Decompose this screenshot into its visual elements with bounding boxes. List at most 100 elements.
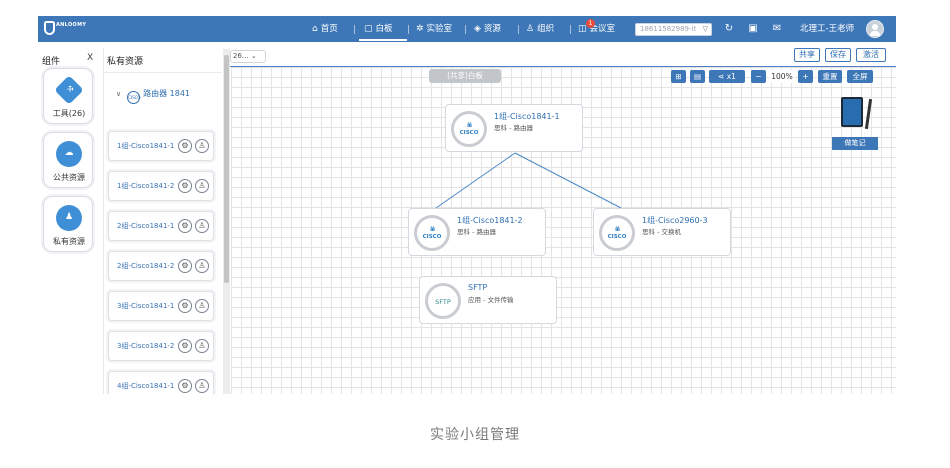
account-select[interactable]: 18611582989-it ▽	[635, 23, 712, 36]
user-icon[interactable]: ♙	[195, 339, 209, 353]
user-icon[interactable]: ♙	[195, 299, 209, 313]
component-panel-header: 组件 X	[38, 48, 104, 72]
chevron-down-icon: ▽	[702, 25, 708, 33]
nav-divider	[408, 25, 409, 34]
mail-icon[interactable]: ✉	[772, 23, 782, 34]
nav-organization-label: 组织	[537, 24, 555, 34]
divider	[104, 72, 222, 73]
component-public-resources[interactable]: ☁ 公共资源	[43, 132, 93, 188]
settings-icon[interactable]: ⚙	[178, 299, 192, 313]
resource-panel-scrollbar[interactable]	[223, 49, 230, 394]
share-button[interactable]: 共享	[794, 48, 820, 62]
whiteboard-select[interactable]: 26... ⌄	[230, 50, 266, 63]
settings-icon[interactable]: ⚙	[178, 379, 192, 393]
resource-item[interactable]: 1组-Cisco1841-1 ⚙ ♙	[108, 131, 214, 161]
component-tools[interactable]: ⚒ 工具(26)	[43, 68, 93, 124]
account-select-value: 18611582989-it	[640, 25, 697, 33]
private-resources-icon: ♟	[56, 205, 82, 231]
nav-organization[interactable]: ♙组织	[526, 16, 554, 42]
save-button[interactable]: 保存	[825, 48, 851, 62]
pen-icon	[864, 98, 873, 130]
notes-icon[interactable]: ▣	[748, 23, 758, 34]
list-view-button[interactable]: ▤	[690, 70, 705, 83]
resource-item[interactable]: 3组-Cisco1841-1 ⚙ ♙	[108, 291, 214, 321]
public-resources-icon: ☁	[56, 141, 82, 167]
avatar[interactable]	[866, 20, 884, 38]
fullscreen-button[interactable]: 全屏	[847, 70, 873, 83]
component-private-resources[interactable]: ♟ 私有资源	[43, 196, 93, 252]
zoom-level: 100%	[769, 70, 795, 83]
notebook-widget[interactable]: 做笔记	[831, 95, 885, 155]
nav-meeting-room[interactable]: ◫会议室	[578, 16, 615, 42]
topology-links	[435, 152, 622, 209]
nav-lab[interactable]: ✲实验室	[416, 16, 452, 42]
tools-icon: ⚒	[54, 75, 84, 105]
nav-home-label: 首页	[320, 24, 338, 34]
settings-icon[interactable]: ⚙	[178, 219, 192, 233]
refresh-icon[interactable]: ↻	[724, 23, 734, 34]
app-node-sftp[interactable]: SFTP SFTP 应用 - 文件传输	[419, 276, 557, 324]
nav-divider	[465, 25, 466, 34]
logo-text: ANLOOMY	[56, 22, 87, 28]
router-group-icon: CISCO	[127, 91, 141, 104]
device-name: 1组-Cisco1841-1	[494, 112, 560, 121]
resource-item-label: 4组-Cisco1841-1	[117, 382, 175, 390]
resource-item[interactable]: 2组-Cisco1841-1 ⚙ ♙	[108, 211, 214, 241]
user-icon[interactable]: ♙	[195, 219, 209, 233]
zoom-in-button[interactable]: +	[798, 70, 813, 83]
take-notes-button[interactable]: 做笔记	[832, 137, 878, 150]
component-private-resources-label: 私有资源	[53, 237, 85, 246]
user-icon[interactable]: ♙	[195, 379, 209, 393]
resource-item-label: 3组-Cisco1841-1	[117, 302, 175, 310]
user-icon[interactable]: ♙	[195, 259, 209, 273]
anloomy-logo[interactable]: ANLOOMY	[44, 20, 87, 38]
link-router1-switch[interactable]	[514, 152, 622, 209]
nav-whiteboard[interactable]: ▢白板	[364, 16, 393, 42]
link-tool-button[interactable]: ⋖ x1	[709, 70, 745, 83]
settings-icon[interactable]: ⚙	[178, 179, 192, 193]
nav-meeting-room-label: 会议室	[589, 24, 616, 34]
reset-button[interactable]: 重置	[818, 70, 842, 83]
settings-icon[interactable]: ⚙	[178, 139, 192, 153]
resource-group-label: 路由器 1841	[143, 89, 191, 98]
user-name[interactable]: 北理工-王老师	[800, 24, 855, 34]
user-icon[interactable]: ♙	[195, 179, 209, 193]
zoom-out-button[interactable]: −	[751, 70, 766, 83]
device-type: 思科 - 路由器	[457, 228, 496, 236]
device-name: 1组-Cisco2960-3	[642, 216, 708, 225]
board-tag: (共享)白板	[429, 69, 501, 83]
activate-button[interactable]: 激活	[856, 48, 886, 62]
app-name: SFTP	[468, 283, 488, 292]
nav-whiteboard-label: 白板	[375, 24, 393, 34]
scrollbar-thumb[interactable]	[224, 55, 229, 283]
link-router1-router2[interactable]	[435, 152, 516, 209]
settings-icon[interactable]: ⚙	[178, 259, 192, 273]
meeting-room-icon: ◫	[578, 24, 587, 34]
whiteboard-select-value: 26...	[233, 52, 249, 60]
grid-view-button[interactable]: ⊞	[671, 70, 686, 83]
component-panel: 组件 X ⚒ 工具(26) ☁ 公共资源 ♟ 私有资源	[38, 48, 104, 394]
resources-icon: ◈	[474, 24, 481, 34]
nav-divider	[570, 25, 571, 34]
nav-home[interactable]: ⌂首页	[312, 16, 338, 42]
close-icon[interactable]: X	[87, 53, 94, 63]
resource-item[interactable]: 4组-Cisco1841-1 ⚙ ♙	[108, 371, 214, 394]
nav-divider	[518, 25, 519, 34]
resource-item[interactable]: 3组-Cisco1841-2 ⚙ ♙	[108, 331, 214, 361]
share-nodes-icon: ⋖	[718, 72, 725, 81]
resource-item[interactable]: 2组-Cisco1841-2 ⚙ ♙	[108, 251, 214, 281]
caption: 实验小组管理	[430, 427, 520, 443]
resource-item[interactable]: 1组-Cisco1841-2 ⚙ ♙	[108, 171, 214, 201]
nav-resources-label: 资源	[483, 24, 501, 34]
settings-icon[interactable]: ⚙	[178, 339, 192, 353]
resource-item-label: 2组-Cisco1841-2	[117, 262, 175, 270]
nav-resources[interactable]: ◈资源	[474, 16, 501, 42]
user-icon[interactable]: ♙	[195, 139, 209, 153]
nav-lab-label: 实验室	[426, 24, 453, 34]
